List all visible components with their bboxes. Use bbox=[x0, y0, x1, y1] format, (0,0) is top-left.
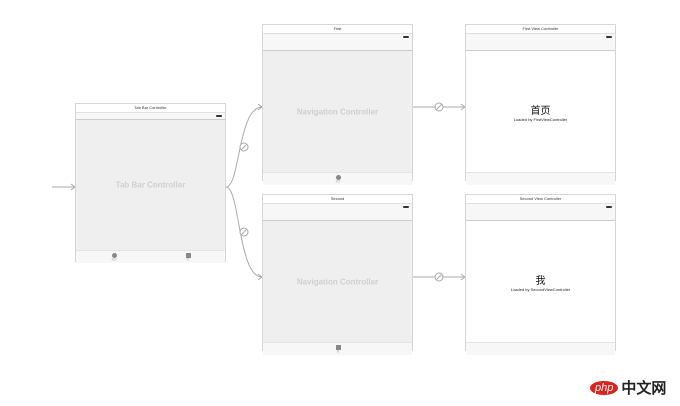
tab-item-home[interactable]: 首页 bbox=[104, 253, 124, 262]
tab-item-home[interactable]: 首页 bbox=[328, 175, 348, 184]
scene-label: Navigation Controller bbox=[296, 107, 379, 116]
view-subtitle: Loaded by FirstViewController bbox=[513, 116, 568, 122]
scene-title: Second bbox=[263, 195, 412, 204]
tab-bar-controller-scene[interactable]: Tab Bar Controller Tab Bar Controller 首页… bbox=[75, 103, 226, 263]
navigation-controller-scene-second[interactable]: Second Navigation Controller 我 bbox=[262, 194, 413, 355]
navigation-controller-scene-first[interactable]: First Navigation Controller 首页 bbox=[262, 24, 413, 185]
square-icon bbox=[335, 345, 341, 350]
circle-icon bbox=[335, 175, 341, 180]
battery-icon bbox=[403, 206, 409, 208]
view-heading: 首页 bbox=[530, 105, 551, 117]
scene-label: Tab Bar Controller bbox=[115, 180, 186, 190]
scene-title: First bbox=[263, 25, 412, 34]
battery-icon bbox=[606, 36, 612, 38]
circle-icon bbox=[111, 253, 117, 258]
entry-arrow bbox=[52, 183, 76, 191]
tab-item-me[interactable]: 我 bbox=[178, 253, 198, 262]
battery-icon bbox=[216, 115, 222, 117]
scene-title: First View Controller bbox=[466, 25, 615, 34]
tab-label: 我 bbox=[186, 258, 190, 261]
scene-label: Navigation Controller bbox=[296, 277, 379, 286]
battery-icon bbox=[403, 36, 409, 38]
view-heading: 我 bbox=[535, 275, 546, 287]
tab-label: 我 bbox=[336, 350, 340, 353]
tab-item-me[interactable]: 我 bbox=[328, 345, 348, 354]
watermark-logo: php 中文网 bbox=[590, 377, 666, 398]
view-subtitle: Loaded by SecondViewController bbox=[510, 286, 571, 292]
scene-title: Second View Controller bbox=[466, 195, 615, 204]
tab-bar-placeholder bbox=[466, 342, 615, 355]
square-icon bbox=[185, 253, 191, 258]
scene-title: Tab Bar Controller bbox=[76, 104, 225, 113]
tab-label: 首页 bbox=[111, 258, 117, 261]
tab-bar-placeholder bbox=[466, 172, 615, 185]
tab-label: 首页 bbox=[335, 180, 341, 183]
battery-icon bbox=[606, 206, 612, 208]
